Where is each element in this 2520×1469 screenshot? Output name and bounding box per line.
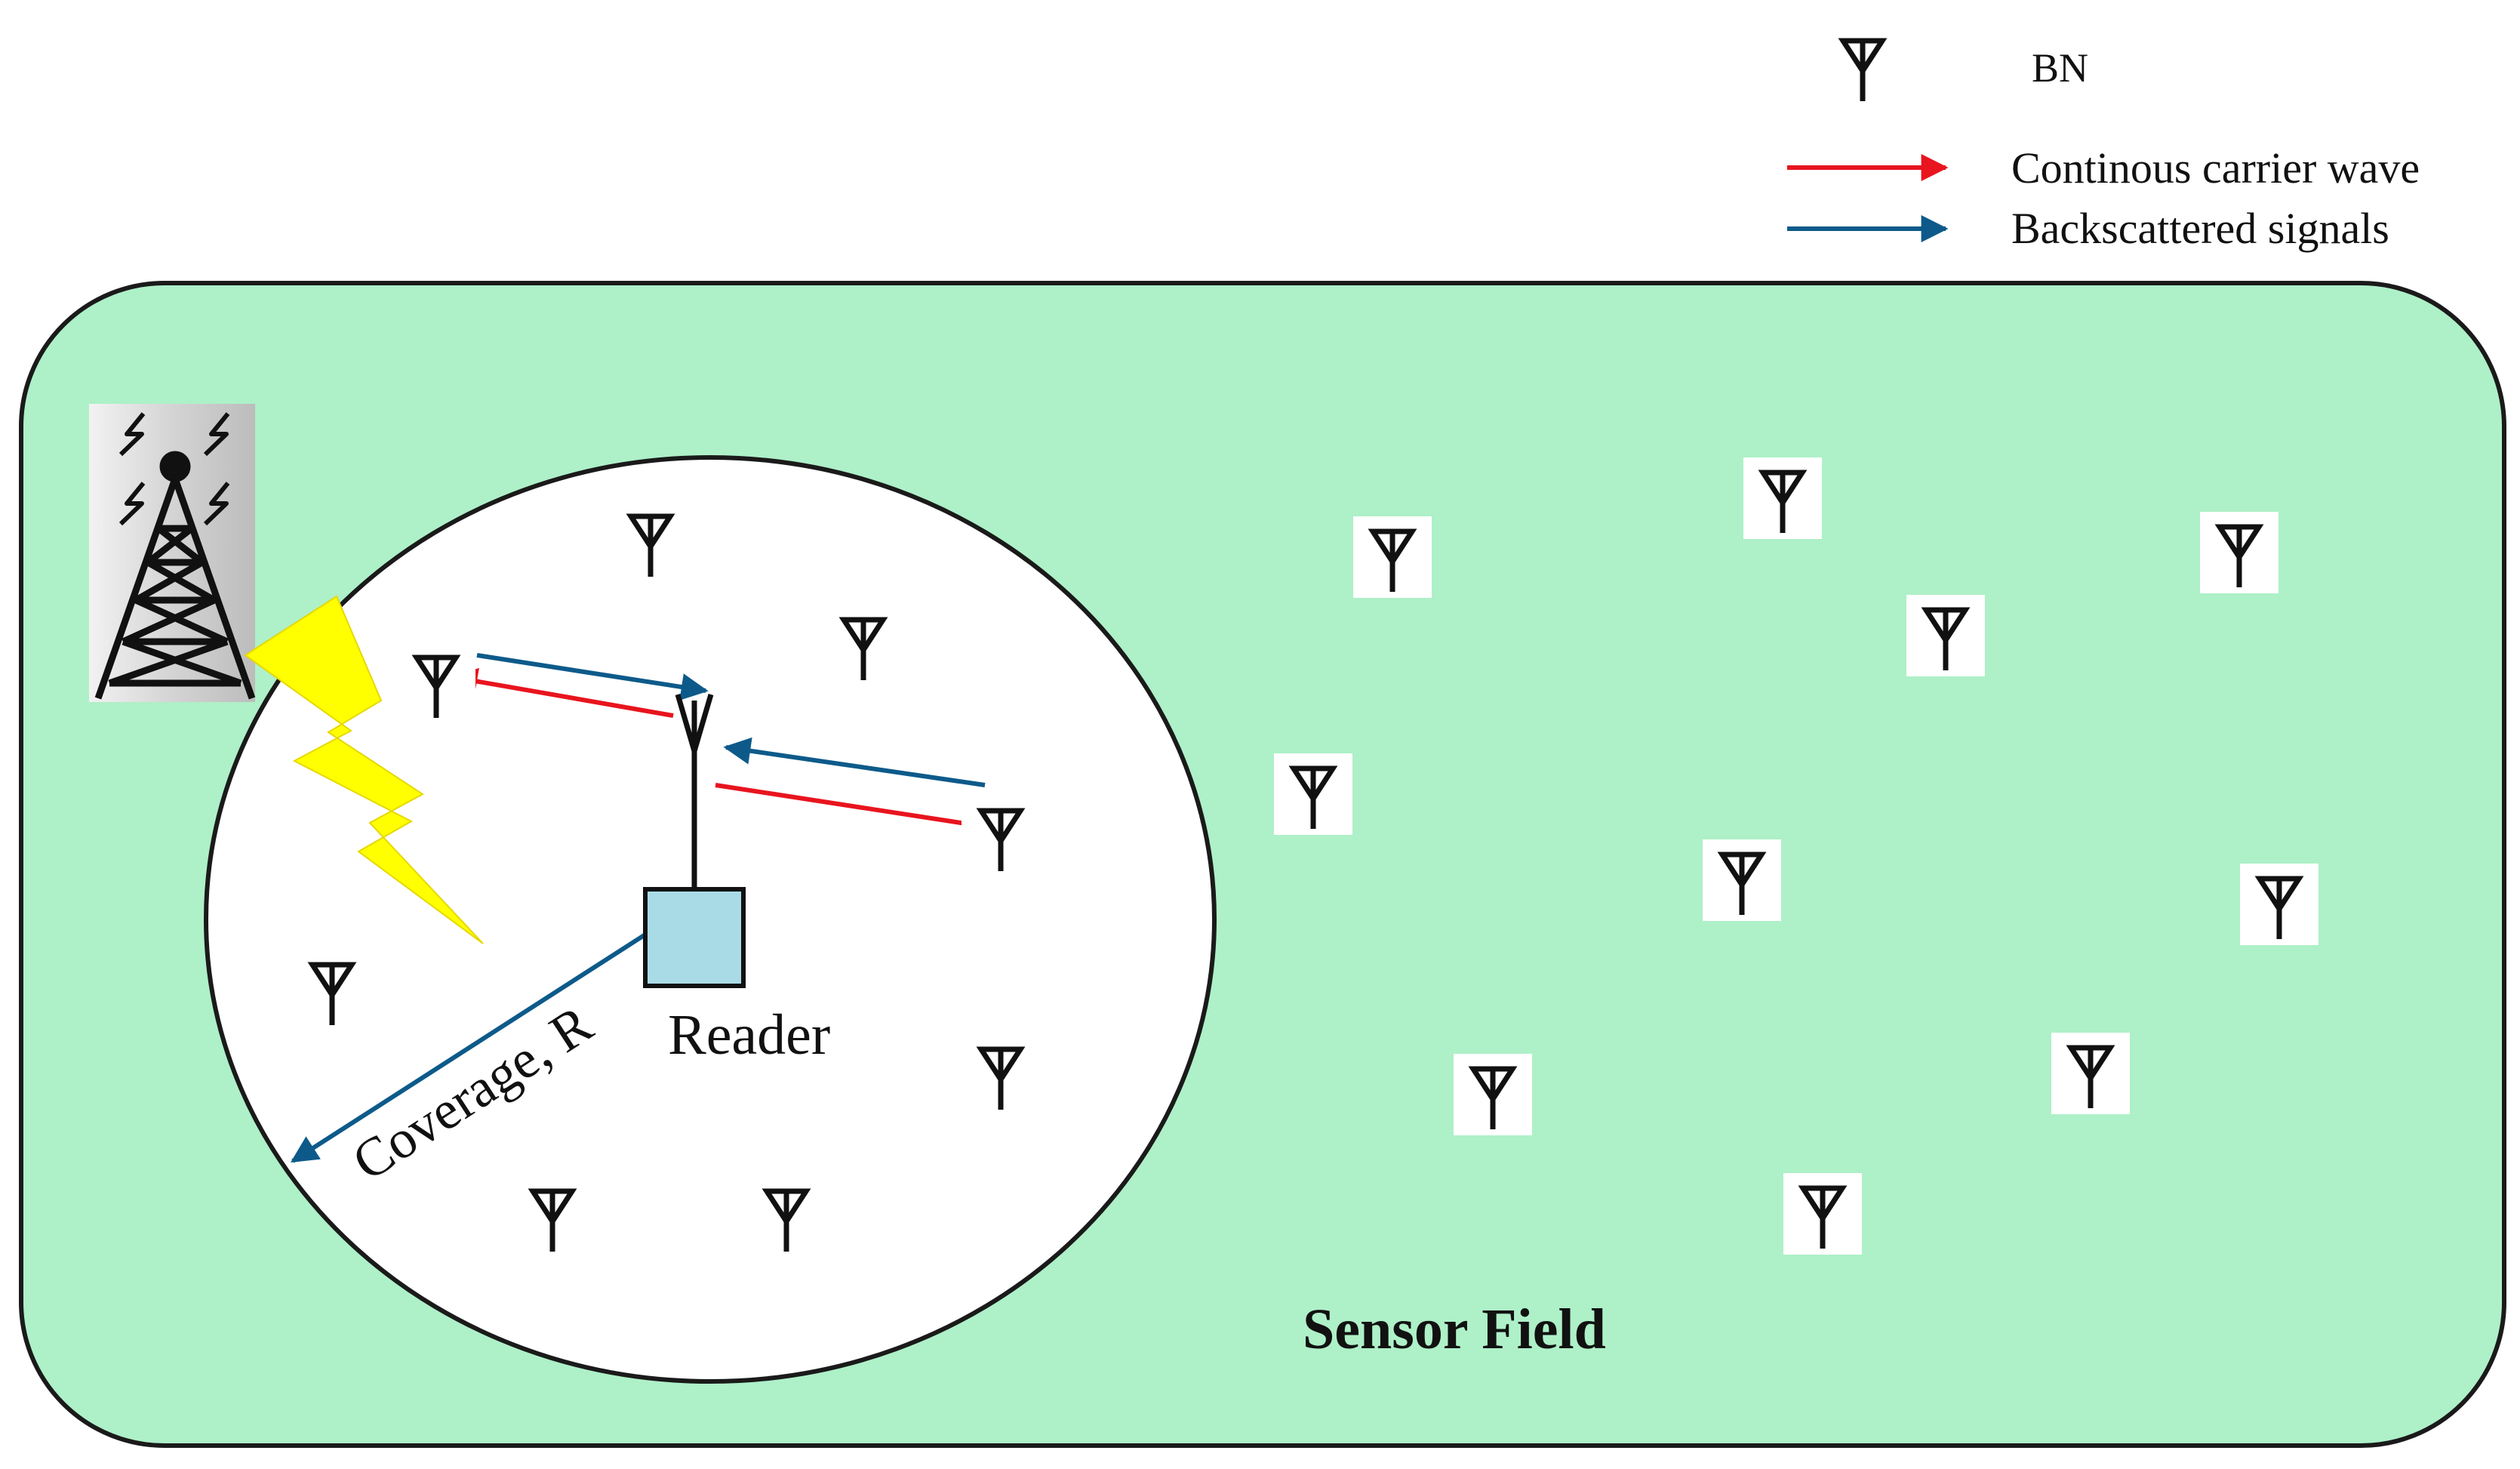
antenna-icon xyxy=(397,642,475,724)
carrier-arrow-left xyxy=(450,667,674,718)
antenna-icon xyxy=(1743,457,1822,539)
antenna-icon xyxy=(2240,864,2318,945)
antenna-icon xyxy=(513,1176,592,1258)
legend-backscatter-label: Backscattered signals xyxy=(2011,204,2389,253)
antenna-icon xyxy=(1906,595,1985,676)
coverage-arrow xyxy=(290,932,647,1163)
reader-label: Reader xyxy=(668,1003,830,1067)
antenna-icon xyxy=(1454,1054,1532,1135)
reader-antenna-icon xyxy=(675,694,714,889)
antenna-icon xyxy=(962,1034,1040,1116)
antenna-icon xyxy=(2200,512,2278,593)
antenna-icon xyxy=(1353,516,1432,598)
legend-carrier-label: Continous carrier wave xyxy=(2011,143,2420,192)
sensor-field-label: Sensor Field xyxy=(1303,1298,1606,1361)
antenna-icon xyxy=(962,796,1040,877)
legend: BN Continous carrier wave Backscattered … xyxy=(1787,26,2420,253)
legend-node-label: BN xyxy=(2032,45,2088,91)
carrier-arrow-right xyxy=(715,783,1003,839)
antenna-icon xyxy=(1823,26,1902,107)
backscatter-arrow-right xyxy=(723,737,986,787)
antenna-icon xyxy=(2051,1033,2130,1114)
antenna-icon xyxy=(1274,753,1352,835)
antenna-icon xyxy=(747,1176,826,1258)
antenna-icon xyxy=(824,605,903,686)
backscatter-arrow-left xyxy=(476,653,709,701)
antenna-icon xyxy=(293,950,371,1031)
beacon-nodes xyxy=(293,457,2318,1258)
cell-tower-icon xyxy=(89,404,256,702)
antenna-icon xyxy=(611,501,690,583)
antenna-icon xyxy=(1783,1173,1862,1255)
legend-antenna-icon xyxy=(1823,26,1902,107)
antenna-icon xyxy=(1703,839,1781,921)
reader-box xyxy=(643,887,746,988)
lightning-bolt-icon xyxy=(244,595,484,944)
signal-arrows xyxy=(290,653,1003,1163)
reader xyxy=(643,694,746,988)
